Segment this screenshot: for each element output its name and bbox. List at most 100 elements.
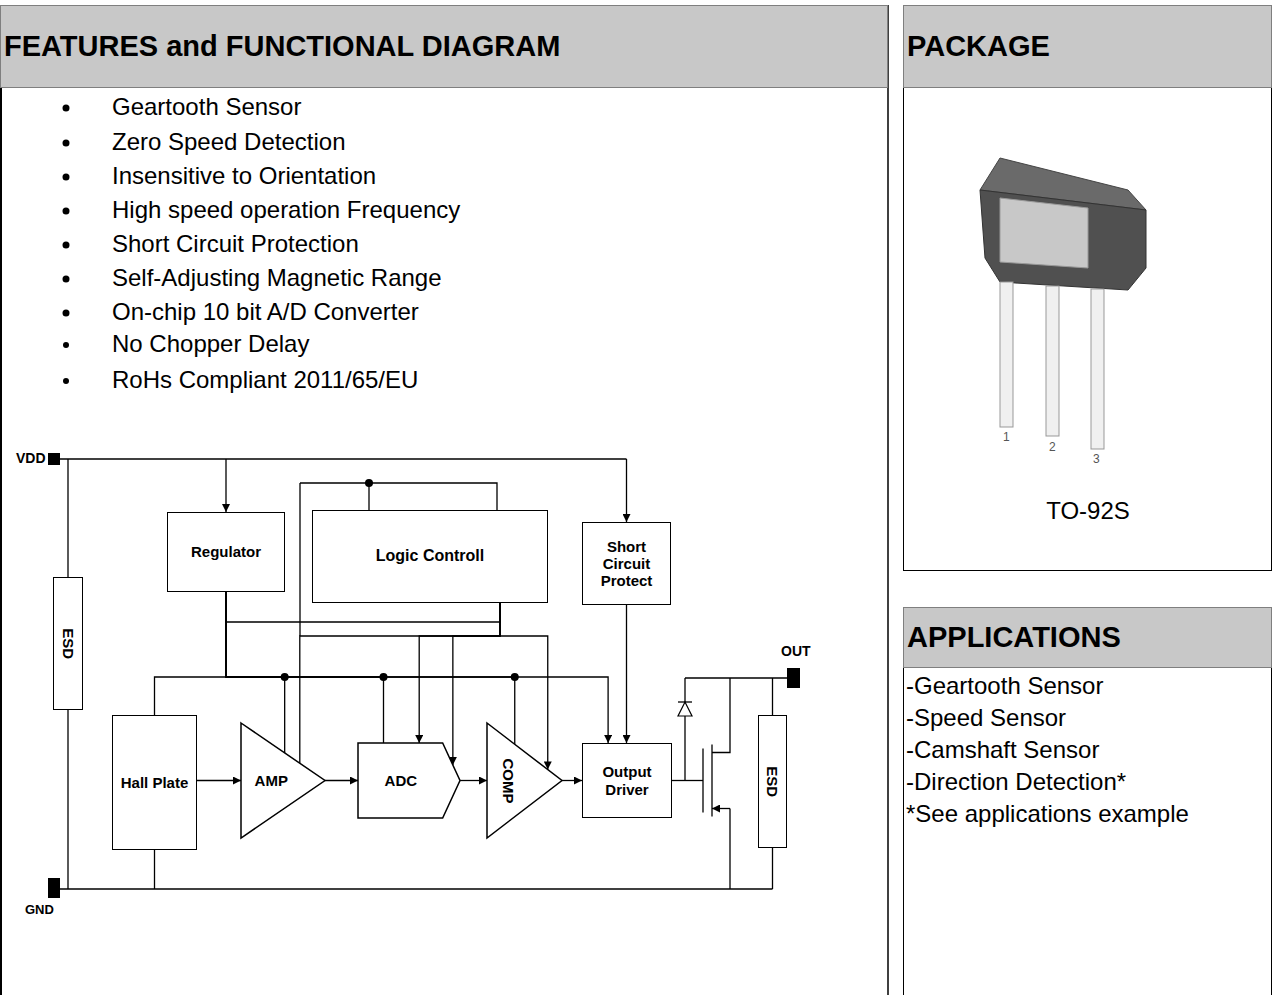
- signal-connector: [226, 592, 285, 753]
- panel-border: [904, 6, 1272, 571]
- bullet: [63, 342, 69, 348]
- comparator-triangle-outline: [487, 723, 562, 838]
- feature-item: Insensitive to Orientation: [112, 162, 376, 191]
- package-drawing: [980, 158, 1146, 449]
- bullet: [63, 310, 70, 317]
- block-label: Output Driver: [583, 763, 671, 798]
- pin-number: 1: [1003, 430, 1010, 444]
- diode-symbol: [678, 702, 692, 716]
- comparator-triangle: COMP: [487, 723, 562, 838]
- bullet: [63, 242, 70, 249]
- esd-block: ESD: [758, 715, 787, 848]
- comparator-triangle-outline: [487, 723, 562, 838]
- application-item: -Speed Sensor: [906, 704, 1066, 733]
- mosfet-drain: [712, 678, 730, 753]
- block-label: AMP: [255, 772, 288, 789]
- ground-line: [60, 888, 773, 889]
- section-header: FEATURES and FUNCTIONAL DIAGRAM: [0, 5, 888, 88]
- section-header: PACKAGE: [903, 5, 1272, 88]
- pin-terminal: [48, 453, 60, 465]
- package-lead: [1046, 286, 1059, 436]
- feature-item: Self-Adjusting Magnetic Range: [112, 264, 442, 293]
- wiring: [48, 453, 800, 898]
- signal-connector: [325, 780, 358, 781]
- adc-block: ADC: [358, 743, 460, 818]
- mosfet-source: [712, 808, 730, 809]
- block-label: ESD: [764, 766, 781, 797]
- esd-block: ESD: [53, 577, 83, 710]
- bullet: [63, 378, 69, 384]
- pin-terminal: [787, 668, 800, 688]
- esd-wire: [772, 678, 773, 715]
- package-face: [1000, 198, 1088, 268]
- esd-wire: [67, 459, 68, 577]
- panel-border: [904, 608, 1272, 995]
- block-label: ESD: [59, 628, 76, 659]
- output-line: [685, 677, 787, 678]
- hall-plate: Hall Plate: [112, 715, 197, 850]
- block-label: PACKAGE: [907, 30, 1050, 63]
- bullets: [63, 105, 70, 385]
- control-line: [299, 483, 300, 636]
- package-body: [980, 190, 1146, 290]
- mosfet-channel: [711, 745, 712, 817]
- block-label: FEATURES and FUNCTIONAL DIAGRAM: [4, 30, 560, 63]
- protect-block: Short Circuit Protect: [582, 522, 671, 605]
- bullet: [63, 105, 70, 112]
- esd-wire: [772, 848, 773, 889]
- panel-border: [0, 5, 2, 995]
- bullet: [63, 276, 70, 283]
- supply-line: [225, 459, 226, 512]
- signal-connector: [460, 780, 487, 781]
- application-item: *See applications example: [906, 800, 1189, 829]
- feature-item: Geartooth Sensor: [112, 93, 301, 122]
- signal-connector: [226, 592, 608, 743]
- signal-connector: [419, 603, 500, 743]
- application-item: -Geartooth Sensor: [906, 672, 1103, 701]
- feature-item: Zero Speed Detection: [112, 128, 345, 157]
- feature-item: Short Circuit Protection: [112, 230, 359, 259]
- signal-connector: [155, 592, 227, 715]
- application-item: -Camshaft Sensor: [906, 736, 1099, 765]
- signal-connector: [226, 592, 515, 744]
- signal-connector: [626, 605, 627, 743]
- bullet: [63, 174, 70, 181]
- diode-symbol: [678, 701, 692, 702]
- package-name: TO-92S: [988, 497, 1188, 526]
- feature-item: RoHs Compliant 2011/65/EU: [112, 366, 418, 395]
- gate-line: [672, 780, 703, 781]
- feature-item: No Chopper Delay: [112, 330, 309, 359]
- signal-connector: [197, 780, 241, 781]
- bullet: [63, 208, 70, 215]
- signal-connector: [226, 592, 384, 743]
- bullet: [63, 140, 70, 147]
- adc-block-outline: [358, 743, 460, 818]
- control-line: [300, 483, 497, 510]
- package-lead: [1091, 289, 1104, 449]
- output-driver-block: Output Driver: [582, 743, 672, 818]
- diode-wire: [684, 678, 685, 781]
- feature-item: High speed operation Frequency: [112, 196, 460, 225]
- panel-border: [887, 5, 889, 995]
- section-header: APPLICATIONS: [903, 607, 1272, 668]
- application-item: -Direction Detection*: [906, 768, 1126, 797]
- pin-terminal: [48, 878, 60, 898]
- junction-dot: [365, 479, 373, 487]
- amplifier-triangle: AMP: [241, 723, 325, 838]
- block-label: Hall Plate: [121, 774, 189, 791]
- regulator-block: Regulator: [167, 512, 285, 592]
- block-label: Short Circuit Protect: [583, 538, 670, 590]
- logic-block: Logic Controll: [312, 510, 548, 603]
- signal-connector: [300, 603, 500, 763]
- pin-name: OUT: [781, 643, 811, 660]
- supply-line: [60, 458, 627, 459]
- mosfet-gate: [702, 749, 703, 813]
- pin-name: VDD: [16, 450, 46, 467]
- pin-name: GND: [25, 902, 54, 918]
- package-lead: [1000, 282, 1013, 427]
- block-label: APPLICATIONS: [907, 621, 1121, 654]
- block-label: Regulator: [191, 543, 261, 560]
- pin-number: 2: [1049, 440, 1056, 454]
- pin-number: 3: [1093, 452, 1100, 466]
- mosfet-source: [729, 809, 730, 890]
